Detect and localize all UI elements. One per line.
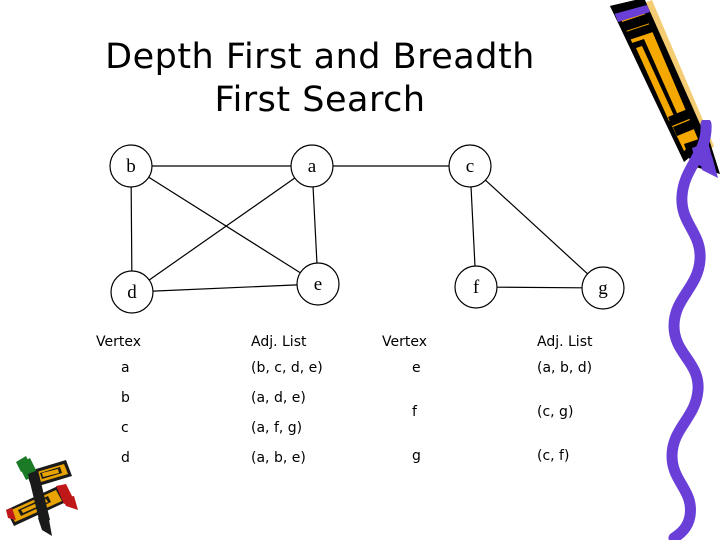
cell-vertex: a bbox=[121, 360, 130, 376]
cell-vertex: b bbox=[121, 390, 130, 406]
graph-nodes: a b c d e f g bbox=[109, 144, 625, 314]
graph-node-circle bbox=[296, 262, 340, 306]
graph-edge-d-a bbox=[148, 177, 296, 281]
graph-node-label: c bbox=[466, 156, 474, 177]
table-row: d (a, b, e) bbox=[96, 450, 358, 480]
cell-adj-list: (a, b, d) bbox=[537, 360, 593, 376]
table-row: c (a, f, g) bbox=[96, 420, 358, 450]
graph-node-label: b bbox=[126, 156, 136, 177]
adjacency-table-right: Vertex Adj. List e (a, b, d) f (c, g) g (c, f… bbox=[382, 334, 650, 492]
table-row: f (c, g) bbox=[382, 404, 650, 448]
graph-edges bbox=[130, 165, 588, 292]
graph-node-circle bbox=[581, 266, 625, 310]
cell-adj-list: (b, c, d, e) bbox=[251, 360, 323, 376]
table-header-row: Vertex Adj. List bbox=[96, 334, 358, 360]
table-body: a (b, c, d, e) b (a, d, e) c (a, f, g) d (a, b,… bbox=[96, 360, 358, 480]
graph-node-circle bbox=[454, 265, 498, 309]
table-row: g (c, f) bbox=[382, 448, 650, 492]
crayon-icon bbox=[610, 0, 720, 178]
cell-adj-list: (c, g) bbox=[537, 404, 574, 420]
graph-node-circle bbox=[290, 144, 334, 188]
graph-node-g[interactable]: g bbox=[581, 266, 625, 310]
graph-node-d[interactable]: d bbox=[110, 270, 154, 314]
cell-adj-list: (c, f) bbox=[537, 448, 570, 464]
cell-adj-list: (a, b, e) bbox=[251, 450, 306, 466]
cell-adj-list: (a, d, e) bbox=[251, 390, 306, 406]
table-header-row: Vertex Adj. List bbox=[382, 334, 650, 360]
column-header-adj-list: Adj. List bbox=[251, 334, 307, 350]
graph-edge-b-e bbox=[148, 176, 301, 274]
graph-node-label: a bbox=[308, 156, 317, 177]
graph-node-c[interactable]: c bbox=[448, 144, 492, 188]
cell-vertex: d bbox=[121, 450, 130, 466]
graph-node-a[interactable]: a bbox=[290, 144, 334, 188]
graph-node-e[interactable]: e bbox=[296, 262, 340, 306]
cell-adj-list: (a, f, g) bbox=[251, 420, 303, 436]
table-body: e (a, b, d) f (c, g) g (c, f) bbox=[382, 360, 650, 492]
column-header-vertex: Vertex bbox=[382, 334, 428, 350]
column-header-vertex: Vertex bbox=[96, 334, 142, 350]
adjacency-table-left: Vertex Adj. List a (b, c, d, e) b (a, d, e)… bbox=[96, 334, 358, 480]
table-row: a (b, c, d, e) bbox=[96, 360, 358, 390]
cell-vertex: g bbox=[412, 448, 421, 464]
table-row: e (a, b, d) bbox=[382, 360, 650, 404]
graph-edge-c-f bbox=[470, 186, 476, 267]
graph-edge-f-g bbox=[496, 286, 583, 289]
graph-node-label: g bbox=[598, 278, 608, 299]
column-header-adj-list: Adj. List bbox=[537, 334, 593, 350]
page-title: Depth First and Breadth First Search bbox=[105, 37, 535, 120]
graph-edge-d-e bbox=[152, 284, 298, 292]
graph-edge-a-e bbox=[312, 186, 318, 264]
cell-vertex: f bbox=[412, 404, 417, 420]
crayon-squiggle bbox=[666, 120, 712, 540]
graph-node-label: d bbox=[127, 282, 137, 303]
crossed-crayons-icon bbox=[6, 456, 78, 536]
graph-node-circle bbox=[110, 270, 154, 314]
graph-node-f[interactable]: f bbox=[454, 265, 498, 309]
graph-edge-b-d bbox=[130, 186, 133, 272]
cell-vertex: e bbox=[412, 360, 421, 376]
graph-edge-c-g bbox=[485, 179, 588, 275]
graph-node-b[interactable]: b bbox=[109, 144, 153, 188]
graph-node-label: e bbox=[314, 274, 322, 295]
graph-node-label: f bbox=[473, 277, 480, 298]
table-row: b (a, d, e) bbox=[96, 390, 358, 420]
graph-node-circle bbox=[448, 144, 492, 188]
cell-vertex: c bbox=[121, 420, 129, 436]
graph-node-circle bbox=[109, 144, 153, 188]
